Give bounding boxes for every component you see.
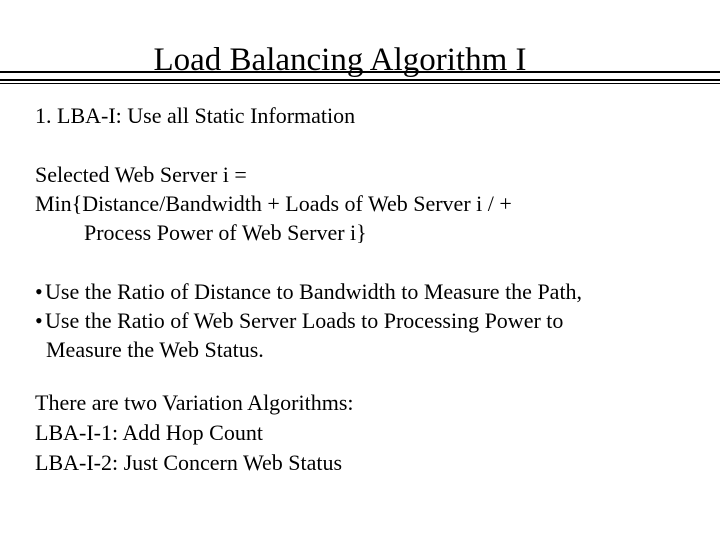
- bullet-continuation-line: Measure the Web Status.: [46, 337, 264, 362]
- bullet-item: •Use the Ratio of Distance to Bandwidth …: [35, 277, 582, 306]
- variation-line: LBA-I-1: Add Hop Count: [35, 420, 263, 445]
- variations-block: There are two Variation Algorithms: LBA-…: [35, 388, 354, 478]
- formula-line: Min{Distance/Bandwidth + Loads of Web Se…: [35, 191, 512, 216]
- bullet-item-text: Use the Ratio of Distance to Bandwidth t…: [45, 279, 583, 304]
- bullet-list: •Use the Ratio of Distance to Bandwidth …: [35, 277, 582, 364]
- bullet-icon: •: [35, 279, 43, 304]
- title-double-rule: [0, 79, 720, 84]
- variation-line: There are two Variation Algorithms:: [35, 390, 354, 415]
- variation-line: LBA-I-2: Just Concern Web Status: [35, 450, 343, 475]
- formula-line: Selected Web Server i =: [35, 162, 247, 187]
- formula-line: Process Power of Web Server i}: [84, 220, 367, 245]
- heading-line: 1. LBA-I: Use all Static Information: [35, 103, 356, 128]
- bullet-item: •Use the Ratio of Web Server Loads to Pr…: [35, 306, 582, 335]
- bullet-icon: •: [35, 308, 43, 333]
- title-underline: [0, 71, 720, 73]
- formula-block: Selected Web Server i = Min{Distance/Ban…: [35, 160, 512, 247]
- bullet-item-text: Use the Ratio of Web Server Loads to Pro…: [45, 308, 564, 333]
